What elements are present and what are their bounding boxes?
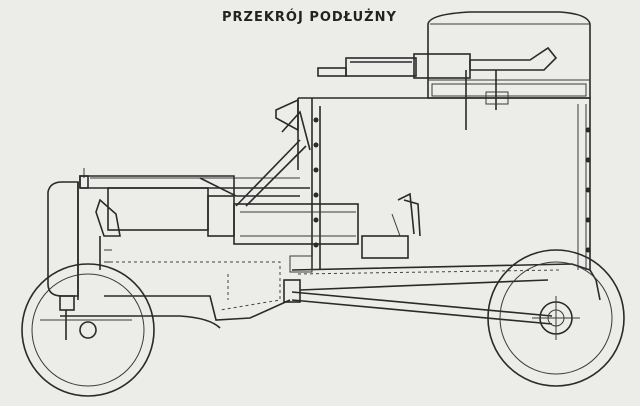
- turret: [427, 11, 591, 99]
- driver-seat: [361, 192, 421, 259]
- engine-hood: [79, 175, 310, 197]
- engine: [95, 139, 359, 321]
- chassis-frame: [289, 255, 591, 275]
- front-wheel: [21, 263, 155, 397]
- drive-shaft: [283, 279, 553, 325]
- diagram-title: PRZEKRÓJ PODŁUŻNY: [222, 10, 397, 25]
- exhaust-pipe: [59, 295, 221, 340]
- rear-wheel: [487, 249, 625, 387]
- machine-gun: [317, 46, 558, 130]
